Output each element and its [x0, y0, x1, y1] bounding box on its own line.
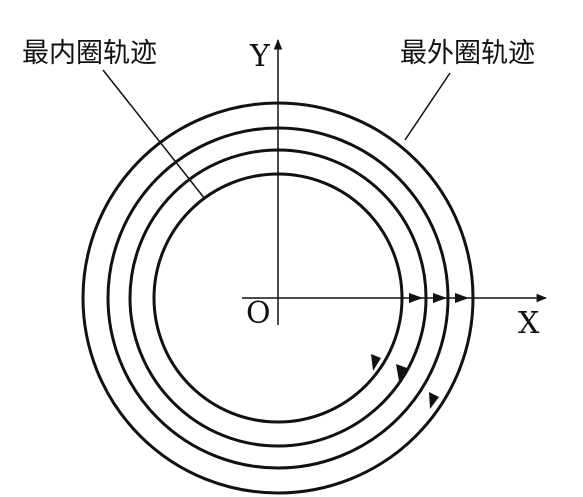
origin-label: O [246, 296, 271, 331]
x-axis-label: X [518, 306, 540, 341]
rotation-direction-arrows [371, 354, 439, 409]
y-axis-label: Y [249, 39, 271, 74]
step-arrow-3 [455, 293, 469, 303]
inner-track-label: 最内圈轨迹 [22, 38, 157, 69]
radial-step-arrows [409, 293, 469, 303]
rotation-arrow-2 [396, 364, 407, 381]
step-arrow-2 [433, 293, 447, 303]
outer-track-label: 最外圈轨迹 [400, 38, 535, 69]
rotation-arrow-1 [371, 354, 381, 371]
step-arrow-1 [409, 293, 423, 303]
inner-track-leader-line [102, 69, 206, 200]
outer-track-leader-line [404, 72, 451, 141]
rotation-arrow-3 [429, 392, 439, 409]
